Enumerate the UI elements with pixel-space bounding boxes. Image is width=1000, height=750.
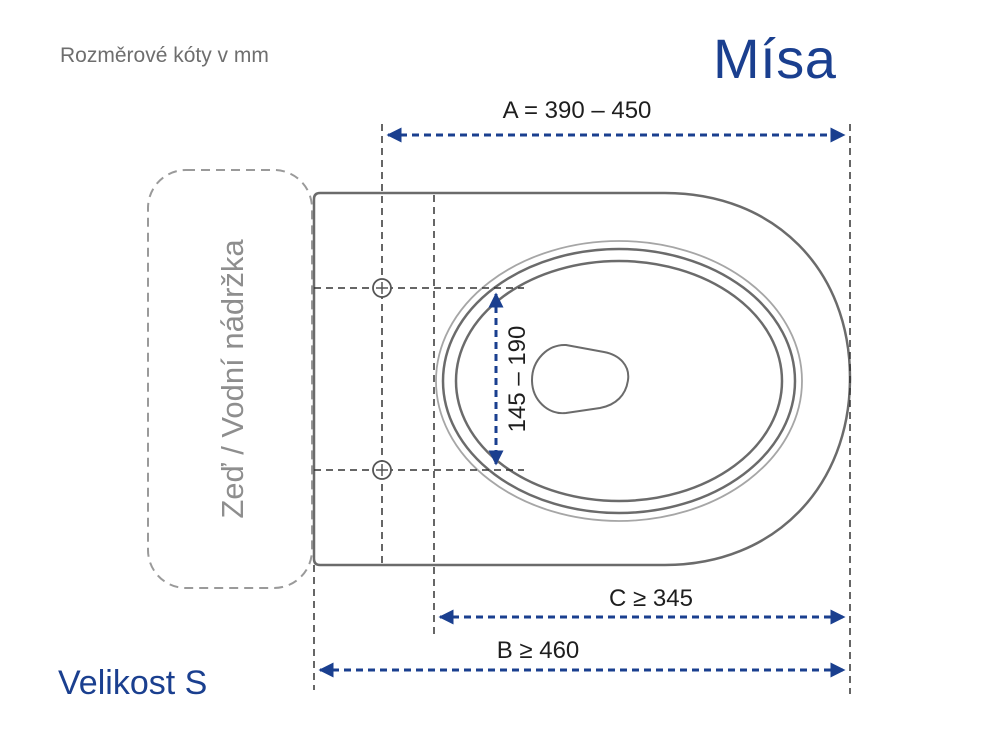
dimension-a-label: A = 390 – 450 bbox=[503, 97, 652, 124]
page-title: Mísa bbox=[713, 27, 837, 90]
bolt-hole-top bbox=[372, 278, 392, 298]
bowl-rim-outer bbox=[435, 240, 803, 522]
bowl-rim-inner bbox=[454, 259, 784, 503]
bowl-outer-outline bbox=[312, 191, 852, 567]
dimension-c-label: C ≥ 345 bbox=[609, 585, 693, 612]
wall-label: Zeď / Vodní nádržka bbox=[215, 239, 250, 519]
bolt-hole-bottom bbox=[372, 460, 392, 480]
bowl-rim-middle bbox=[441, 247, 797, 515]
drain-hole bbox=[530, 343, 630, 415]
bolt-spacing-label: 145 – 190 bbox=[504, 326, 531, 433]
dimension-b-label: B ≥ 460 bbox=[497, 637, 580, 664]
units-note: Rozměrové kóty v mm bbox=[60, 44, 269, 67]
size-label: Velikost S bbox=[58, 664, 208, 702]
wall-outline bbox=[147, 169, 313, 589]
